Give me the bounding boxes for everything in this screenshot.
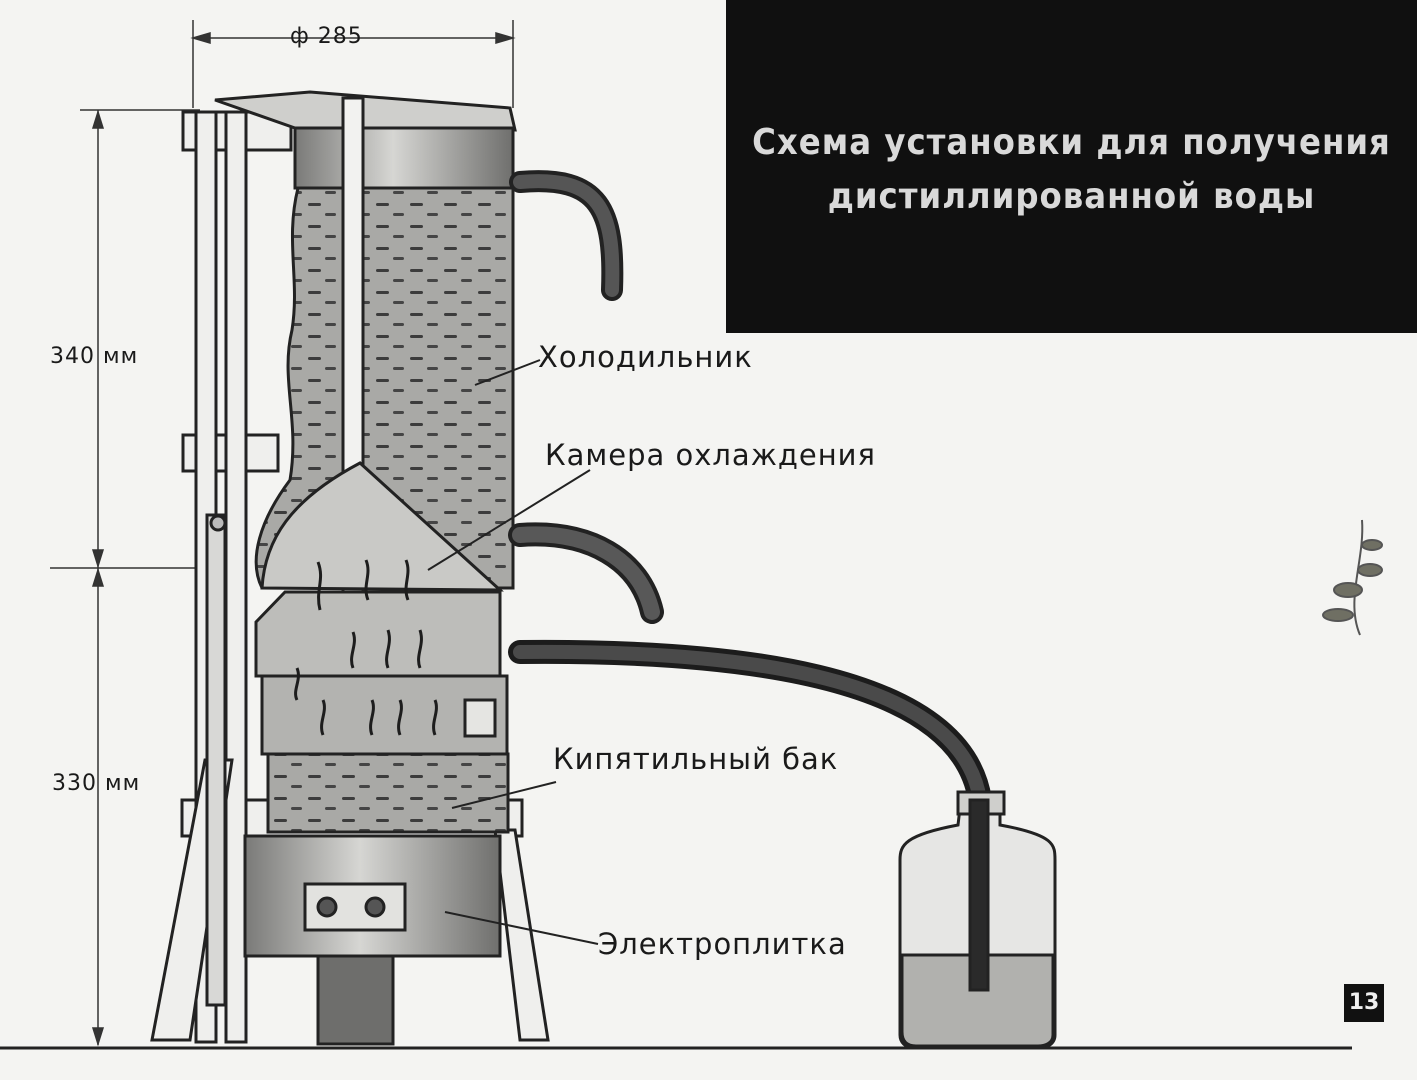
label-cooling-chamber: Камера охлаждения — [545, 438, 876, 472]
title-line-2: дистиллированной воды — [827, 176, 1316, 217]
label-condenser: Холодильник — [538, 340, 753, 374]
hotplate — [243, 834, 502, 1046]
distiller-column — [214, 90, 517, 834]
vapor-arrows — [294, 559, 438, 736]
lower-height-dimension: 330 мм — [52, 771, 141, 796]
page-number-badge: 13 — [1344, 984, 1384, 1022]
dimension-lines — [50, 20, 516, 1047]
label-hotplate: Электроплитка — [598, 927, 847, 961]
diameter-dimension: ф 285 — [290, 24, 363, 49]
upper-height-dimension: 340 мм — [50, 344, 139, 369]
leader-lines — [427, 359, 599, 945]
collection-bottle — [898, 790, 1057, 1050]
title-line-1: Схема установки для получения — [752, 122, 1391, 163]
hoses — [508, 170, 992, 812]
title-panel: Схема установки для получения дистиллиро… — [726, 0, 1417, 333]
label-boiling-tank: Кипятильный бак — [553, 742, 839, 776]
plant-sprig — [1322, 519, 1383, 636]
